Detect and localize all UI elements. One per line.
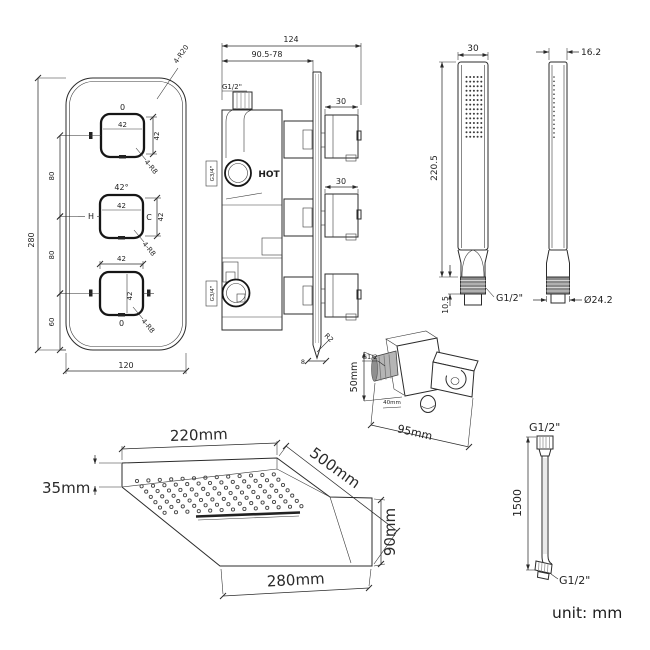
valve-front-view: 0 42 42 4-R8 42° 42 H C 42 4-R8 42 42 [27, 44, 191, 375]
handset-side-spray-dots [553, 76, 555, 138]
dim-knob-spacing-3: 60 [48, 318, 56, 327]
dim-head-width: 220mm [170, 425, 228, 445]
dim-plate-thickness: 8 [301, 358, 305, 366]
dim-knob-mid-angle: 42° [114, 183, 128, 192]
knob-middle-side [324, 193, 359, 238]
waterfall-shower-head: 220mm 35mm 500mm 90mm 280mm [42, 425, 401, 600]
dim-knob-bot-width: 42 [117, 255, 126, 263]
label-bottom-port: G3/4" [210, 286, 216, 302]
handset-side-outlet [550, 293, 566, 304]
unit-note: unit: mm [552, 604, 622, 622]
dim-panel-corner-note: 4-R20 [172, 44, 190, 66]
dim-panel-width: 120 [118, 361, 133, 370]
knob-top-notch [119, 155, 126, 159]
dim-handset-length: 220.5 [430, 155, 440, 181]
dim-valve-overall-depth: 124 [283, 35, 298, 44]
dim-knob-bot-indicator: 0 [119, 319, 124, 328]
dim-knob-spacing-1: 80 [48, 172, 56, 181]
label-cold-index: C [146, 213, 152, 222]
dim-knob-top-width: 42 [118, 121, 127, 129]
dim-outlet-thread-size: G1/2 [362, 353, 378, 361]
handset-spray-face [465, 76, 483, 138]
dim-hose-top-thread: G1/2" [529, 421, 560, 434]
knob-bottom-index-left [89, 289, 93, 297]
dim-knob-mid-height: 42 [157, 213, 165, 222]
dim-handset-thread-size: G1/2" [496, 293, 523, 304]
dim-knob-mid-width: 42 [117, 202, 126, 210]
knob-bottom-side [324, 273, 359, 318]
dim-knob-bot-corner: 4-R8 [139, 317, 156, 335]
label-top-port: G1/2" [222, 83, 242, 91]
dim-knob-spacing-2: 80 [48, 251, 56, 260]
handheld-shower-front-view: 30 220.5 10.5 G1/2" [430, 44, 523, 314]
label-hot-index: H [88, 212, 94, 221]
dim-plate-radius: R2 [323, 332, 335, 344]
knob-bottom-notch [118, 313, 125, 317]
dim-panel-height: 280 [27, 232, 36, 247]
knob-top-side [324, 114, 359, 159]
hot-inlet-port [224, 159, 252, 187]
dim-head-flange-height: 90mm [381, 508, 399, 556]
dim-handset-width: 30 [467, 44, 479, 54]
handset-outlet [464, 293, 482, 306]
head-outline [121, 457, 373, 567]
shower-hose: 1500 G1/2" G1/2" [511, 421, 590, 587]
head-nozzles [134, 472, 304, 515]
dim-handset-thread-height: 10.5 [441, 296, 450, 314]
label-hot: HOT [258, 170, 280, 180]
holder-cradle [445, 369, 467, 390]
dim-knob-top-corner: 4-R8 [142, 158, 159, 176]
waterfall-slot [195, 511, 301, 518]
dim-outlet-height: 50mm [349, 362, 360, 393]
knob-bottom-index-right [147, 289, 151, 297]
dim-handset-side-width: 16.2 [581, 48, 601, 58]
dim-knob-top-height: 42 [153, 132, 161, 141]
trim-plate-inner-outline [69, 81, 183, 347]
dim-head-thickness: 35mm [42, 479, 90, 497]
dim-outlet-length: 95mm [396, 422, 433, 443]
dim-knob2-width: 30 [336, 177, 346, 186]
dim-handset-thread-diameter: Ø24.2 [584, 295, 613, 306]
dim-knob1-width: 30 [336, 97, 346, 106]
label-mid-port: G3/4" [210, 166, 216, 182]
trim-plate-outline [65, 77, 187, 351]
dim-knob-bot-height: 42 [126, 292, 134, 301]
handset-body [457, 61, 489, 251]
dim-valve-adjust-range: 90.5-78 [252, 50, 283, 59]
dim-outlet-depth: 40mm [383, 400, 401, 406]
outlet-spout [420, 395, 436, 413]
hose-top-fitting [536, 435, 554, 450]
knob-middle-notch [118, 236, 125, 240]
dim-hose-length: 1500 [511, 489, 524, 517]
dim-head-bottom-width: 280mm [266, 570, 325, 591]
dim-knob-top-indicator: 0 [120, 103, 125, 112]
valve-side-view: 124 90.5-78 G1/2" HOT G3/4" [205, 35, 362, 366]
plate-bottom-taper [312, 344, 322, 360]
dim-hose-bottom-thread: G1/2" [559, 574, 590, 587]
handheld-shower-side-view: 16.2 Ø24.2 [533, 48, 613, 306]
holder-front-face [430, 361, 475, 398]
knob-bottom [98, 270, 145, 317]
wall-outlet-holder: G1/2 50mm 40mm 95mm [349, 330, 479, 451]
dim-knob-mid-corner: 4-R8 [140, 240, 157, 258]
